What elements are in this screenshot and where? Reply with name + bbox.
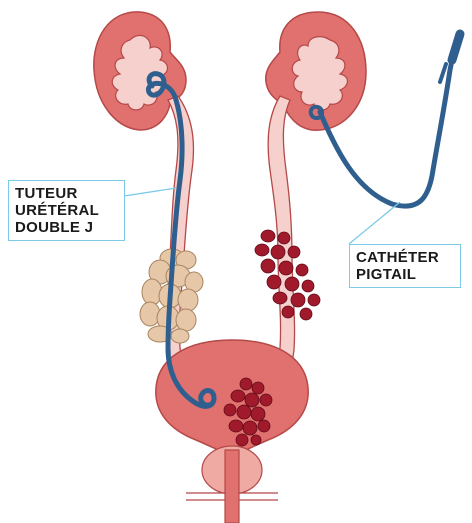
catheter-port [440, 64, 446, 82]
label-pigtail-catheter: CATHÉTER PIGTAIL [349, 244, 461, 288]
label-pigtail-line-1: CATHÉTER [356, 249, 454, 266]
label-pigtail-line-2: PIGTAIL [356, 266, 454, 283]
left-kidney [94, 12, 186, 130]
callout-lines [111, 188, 400, 244]
catheter-connector [452, 34, 460, 60]
urethra [225, 450, 239, 523]
label-double-j-line-1: TUTEUR [15, 185, 118, 202]
label-double-j-line-3: DOUBLE J [15, 219, 118, 236]
label-double-j-stent: TUTEUR URÉTÉRAL DOUBLE J [8, 180, 125, 241]
label-double-j-line-2: URÉTÉRAL [15, 202, 118, 219]
